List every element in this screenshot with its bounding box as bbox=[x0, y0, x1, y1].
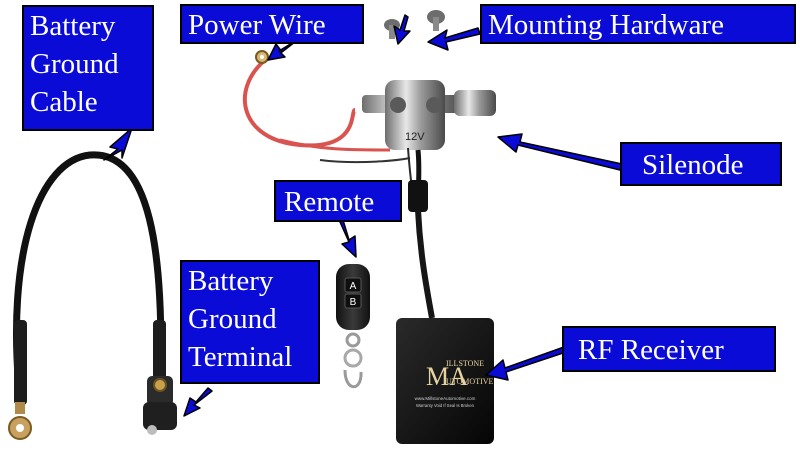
label-line: Battery bbox=[188, 265, 274, 297]
arrow-icon bbox=[497, 133, 623, 171]
mounting-hardware bbox=[384, 10, 445, 39]
label-line: Terminal bbox=[188, 341, 293, 373]
ring-terminal-icon bbox=[8, 402, 32, 440]
receiver-harness bbox=[408, 180, 435, 319]
arrow-icon bbox=[393, 14, 411, 45]
solenoid-marking: 12V bbox=[405, 131, 425, 143]
label-rf-receiver: RF Receiver bbox=[562, 326, 776, 372]
label-silenode: Silenode bbox=[620, 142, 782, 186]
callout-arrows bbox=[103, 14, 623, 417]
label-battery-ground-cable: Battery Ground Cable bbox=[22, 5, 154, 131]
arrow-icon bbox=[427, 27, 481, 51]
power-wire bbox=[242, 50, 411, 164]
receiver-brand-line1: ILLSTONE bbox=[446, 359, 484, 368]
button-b-label: B bbox=[350, 297, 357, 308]
solenoid-device: 12V bbox=[362, 80, 496, 206]
label-remote: Remote bbox=[274, 180, 402, 222]
arrow-icon bbox=[485, 346, 567, 381]
battery-ground-cable bbox=[8, 151, 166, 440]
label-battery-ground-terminal: Battery Ground Terminal bbox=[180, 260, 320, 384]
bolt-icon bbox=[427, 10, 445, 31]
arrow-icon bbox=[183, 387, 213, 417]
label-line: Battery bbox=[30, 10, 116, 42]
button-a: A bbox=[344, 277, 362, 293]
button-b: B bbox=[344, 293, 362, 309]
arrow-icon bbox=[339, 219, 357, 258]
remote-fob: A B bbox=[336, 264, 370, 389]
receiver-logo: MA bbox=[426, 362, 468, 391]
label-line: Cable bbox=[30, 86, 98, 118]
arrow-icon bbox=[103, 127, 133, 161]
receiver-brand-line2: UTOMOTIVE bbox=[446, 377, 494, 386]
label-line: Ground bbox=[30, 48, 119, 80]
rf-receiver-box: MA ILLSTONE UTOMOTIVE www.MillstoneAutom… bbox=[396, 318, 494, 444]
battery-terminal-clamp bbox=[143, 376, 177, 435]
receiver-website: www.MillstoneAutomotive.com bbox=[415, 396, 476, 401]
label-line: Ground bbox=[188, 303, 277, 335]
keyring-icon bbox=[343, 332, 363, 389]
label-mounting-hardware: Mounting Hardware bbox=[480, 4, 796, 44]
receiver-tagline: Warranty Void If Seal Is Broken bbox=[416, 403, 475, 408]
wire-ring-terminal-icon bbox=[255, 50, 269, 64]
label-power-wire: Power Wire bbox=[180, 4, 364, 44]
button-a-label: A bbox=[350, 281, 357, 292]
